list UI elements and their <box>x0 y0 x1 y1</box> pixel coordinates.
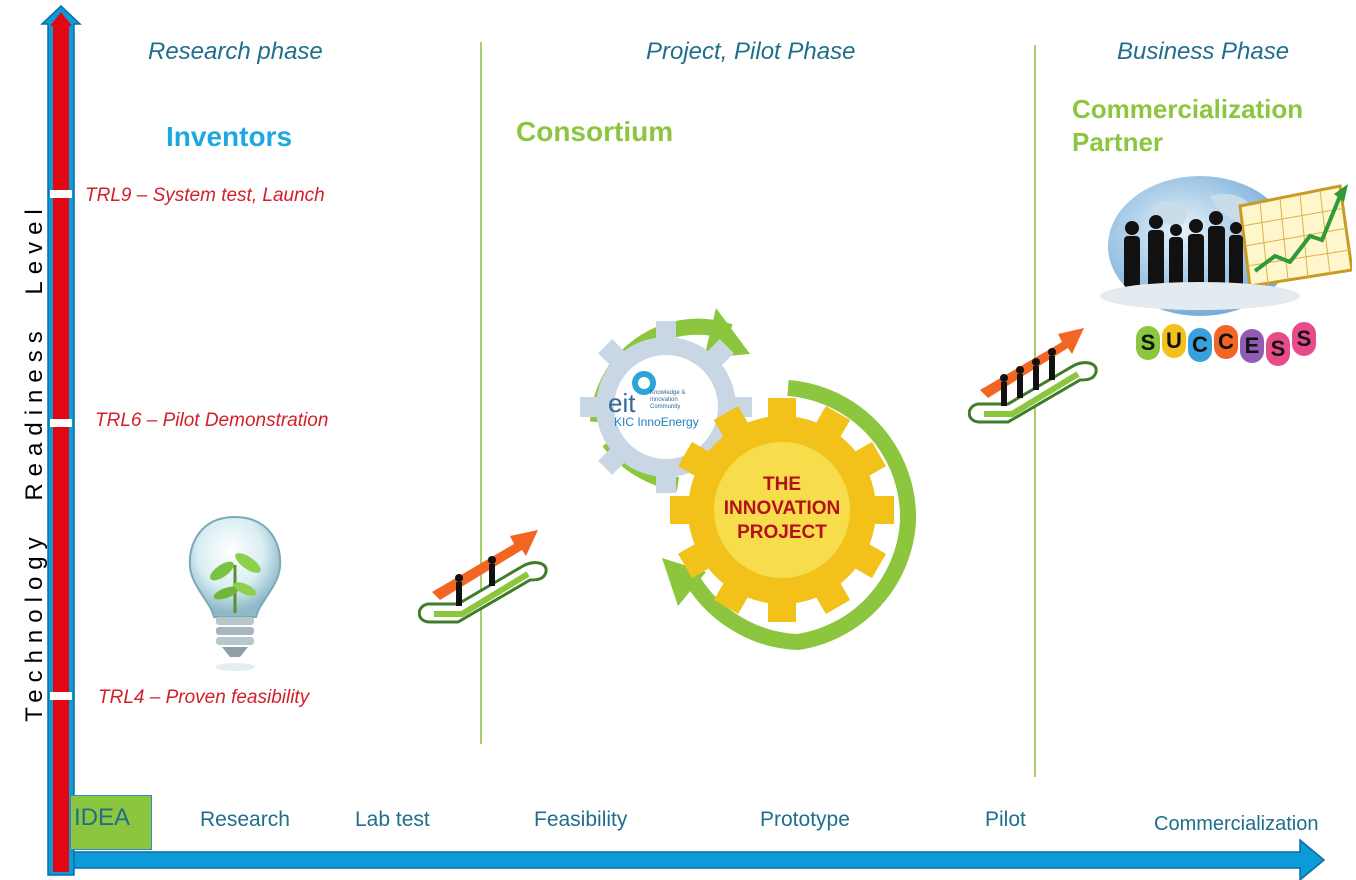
success-letter: C <box>1214 325 1238 359</box>
eit-logo-tag2: Innovation <box>650 397 678 403</box>
success-letter: S <box>1266 332 1290 366</box>
actor-consortium: Consortium <box>516 116 674 147</box>
innovation-gear-line1: THE <box>763 474 801 495</box>
innovation-gear-line3: PROJECT <box>737 522 827 543</box>
eit-logo-name: KIC InnoEnergy <box>614 415 699 429</box>
eit-logo-tag3: Community <box>650 404 680 410</box>
escalator-icon-1 <box>418 530 548 624</box>
stage-lab-test: Lab test <box>355 808 430 831</box>
stage-pilot: Pilot <box>985 808 1026 831</box>
idea-box <box>70 795 152 850</box>
people-silhouettes <box>1124 211 1243 288</box>
innovation-gear <box>670 398 894 622</box>
trl4-tick <box>50 692 72 700</box>
success-letter: C <box>1188 328 1212 362</box>
actor-inventors: Inventors <box>166 121 293 152</box>
success-letter: U <box>1162 324 1186 358</box>
eit-logo-tag1: Knowledge & <box>650 390 685 396</box>
lightbulb-icon <box>188 515 282 671</box>
trl9-tick <box>50 190 72 198</box>
divider-research-project <box>480 42 482 744</box>
divider-project-business <box>1034 45 1036 777</box>
phase-project: Project, Pilot Phase <box>646 38 856 65</box>
escalator-icon-2 <box>968 328 1098 424</box>
success-letter: S <box>1136 326 1160 360</box>
stage-prototype: Prototype <box>760 808 850 831</box>
y-axis-label: Technology Readiness Level <box>21 202 48 722</box>
innovation-gear-line2: INNOVATION <box>724 498 840 519</box>
innovation-cycle-diagram: eit Knowledge & Innovation Community KIC… <box>580 308 917 651</box>
actor-partner-line2: Partner <box>1072 127 1164 157</box>
phase-research: Research phase <box>148 38 323 65</box>
success-letter: S <box>1292 322 1316 356</box>
actor-partner-line1: Commercialization <box>1072 94 1304 124</box>
x-axis-arrow <box>53 838 1326 880</box>
growth-chart-icon <box>1238 184 1352 288</box>
eit-logo-mark: eit <box>608 388 636 418</box>
trl6-label: TRL6 – Pilot Demonstration <box>95 410 329 431</box>
success-letter: E <box>1240 329 1264 363</box>
stage-idea: IDEA <box>74 804 131 831</box>
phase-business: Business Phase <box>1117 38 1290 65</box>
stage-feasibility: Feasibility <box>534 808 628 831</box>
trl4-label: TRL4 – Proven feasibility <box>98 687 310 708</box>
trl9-label: TRL9 – System test, Launch <box>85 185 325 206</box>
y-axis-arrow-core <box>50 12 72 872</box>
business-success-illustration <box>1100 176 1352 316</box>
stage-commercialization: Commercialization <box>1154 813 1319 835</box>
stage-research: Research <box>200 808 290 831</box>
trl6-tick <box>50 419 72 427</box>
